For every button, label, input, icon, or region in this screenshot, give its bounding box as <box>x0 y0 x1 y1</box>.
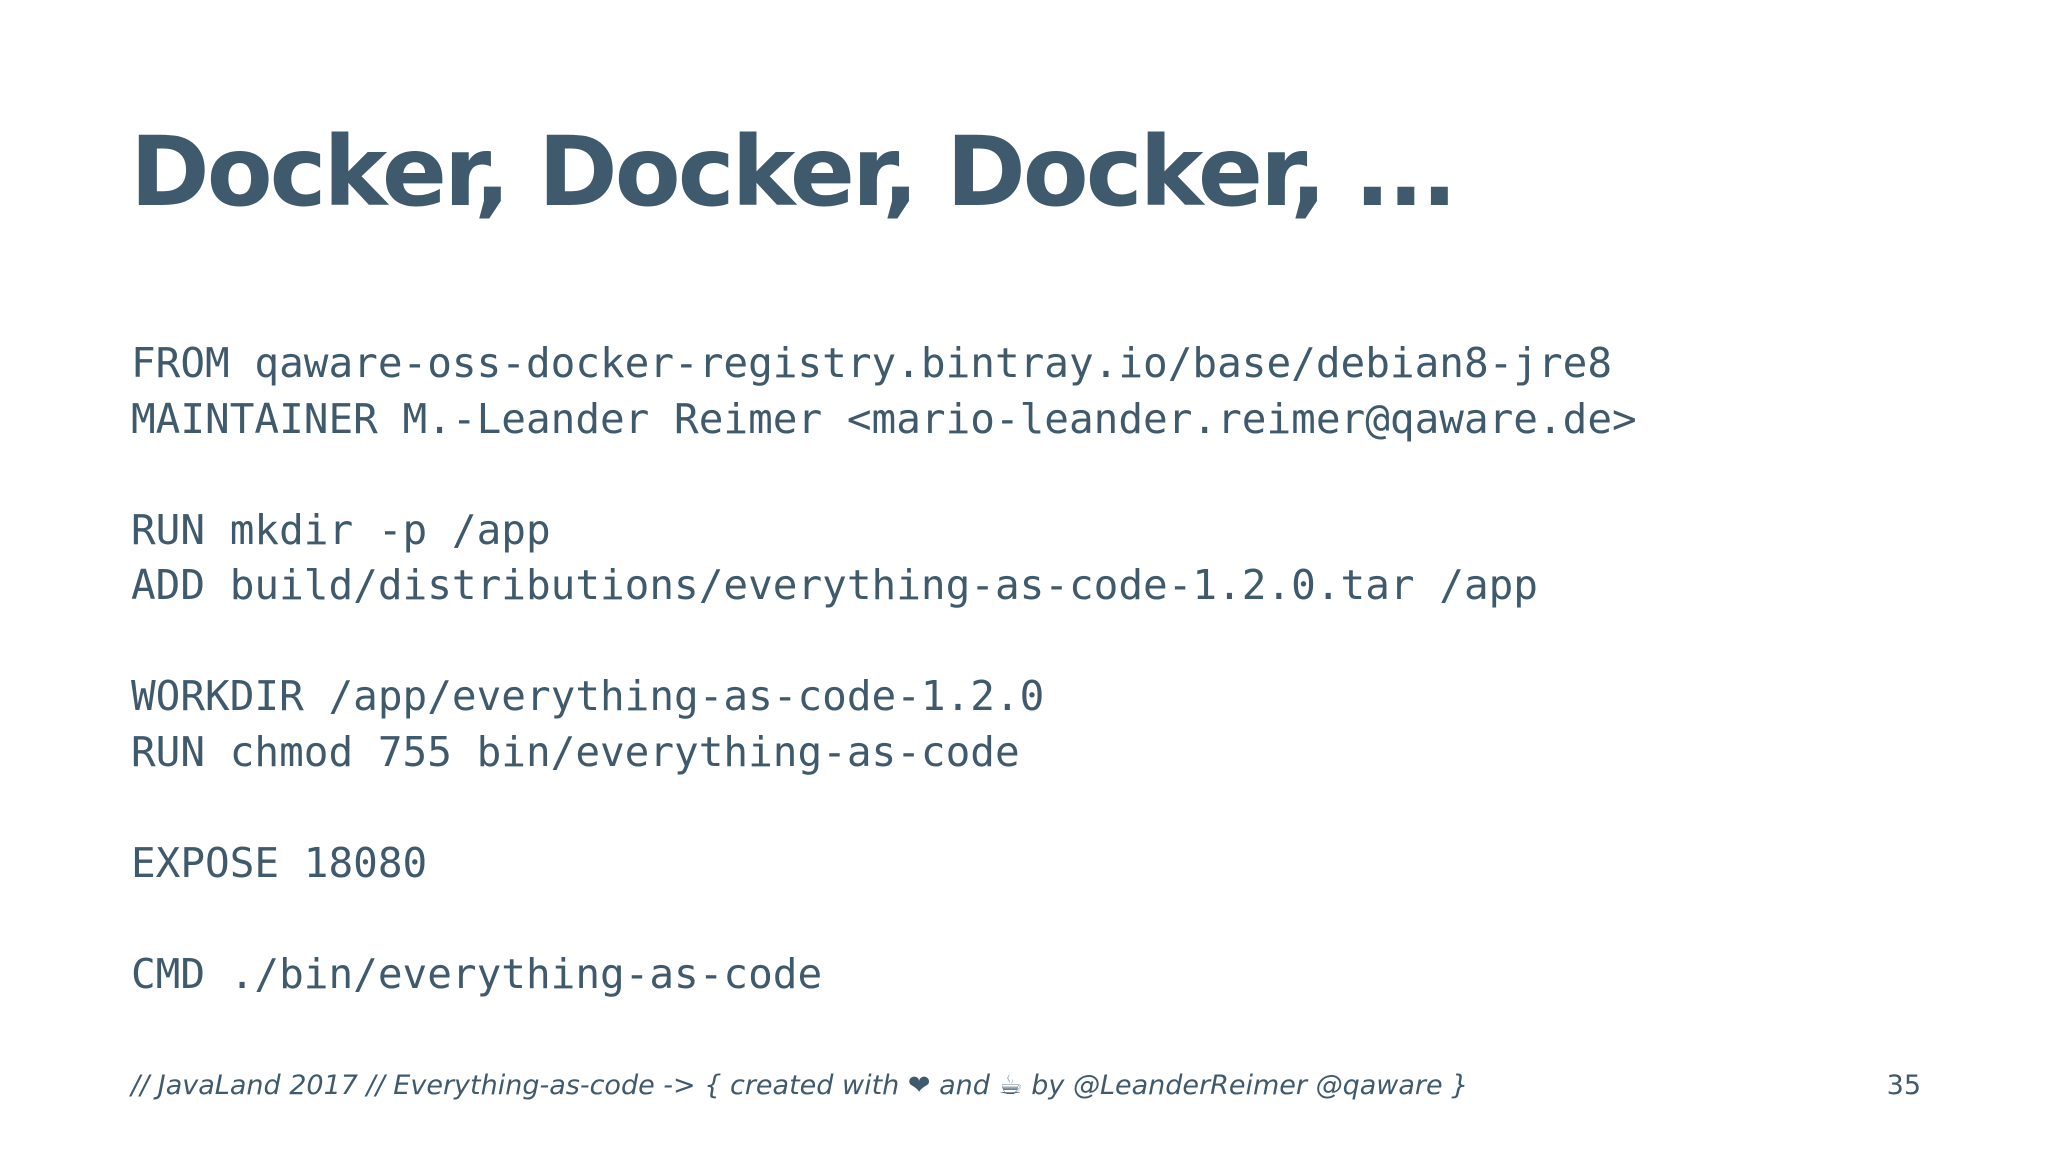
slide-title: Docker, Docker, Docker, ... <box>130 116 1458 228</box>
slide-footer: // JavaLand 2017 // Everything-as-code -… <box>131 1068 1931 1104</box>
code-line-blank <box>131 780 1637 836</box>
code-line-maintainer: MAINTAINER M.-Leander Reimer <mario-lean… <box>131 394 1637 443</box>
code-line-cmd: CMD ./bin/everything-as-code <box>131 949 823 998</box>
code-line-from: FROM qaware-oss-docker-registry.bintray.… <box>131 339 1613 387</box>
heart-icon: ❤ <box>907 1070 931 1101</box>
footer-suffix: by @LeanderReimer @qaware } <box>1022 1070 1469 1101</box>
code-line-expose: EXPOSE 18080 <box>131 838 428 887</box>
footer-prefix: // JavaLand 2017 // Everything-as-code -… <box>131 1070 908 1101</box>
page-number: 35 <box>1886 1070 1921 1101</box>
dockerfile-code-block: FROM qaware-oss-docker-registry.bintray.… <box>131 336 1637 1002</box>
footer-middle: and <box>930 1070 999 1101</box>
code-line-blank <box>131 614 1637 670</box>
coffee-icon: ☕ <box>998 1070 1023 1101</box>
code-line-add: ADD build/distributions/everything-as-co… <box>131 561 1538 609</box>
code-line-blank <box>131 447 1637 503</box>
code-line-blank <box>131 891 1637 947</box>
code-line-run-mkdir: RUN mkdir -p /app <box>131 505 551 554</box>
code-line-run-chmod: RUN chmod 755 bin/everything-as-code <box>131 727 1020 776</box>
code-line-workdir: WORKDIR /app/everything-as-code-1.2.0 <box>131 672 1045 720</box>
